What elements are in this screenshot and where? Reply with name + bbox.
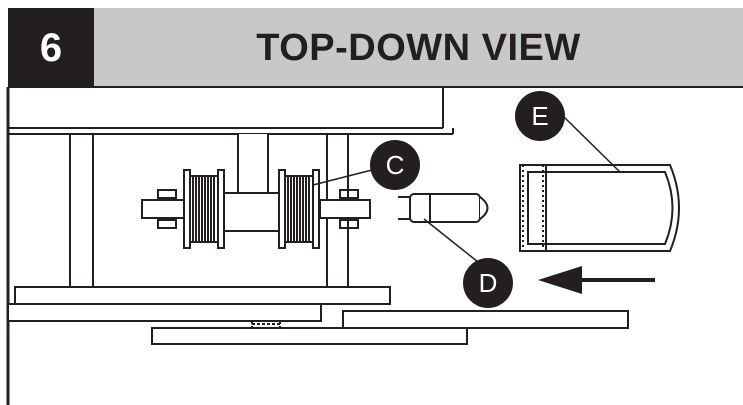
leader-line-e [562,115,621,173]
callout-d: D [463,258,513,308]
reel-axle [141,189,371,232]
callout-c: C [370,140,420,190]
callout-e-label: E [531,101,548,131]
arrow-left-icon [538,266,655,294]
title-box: TOP-DOWN VIEW [94,8,743,87]
bulb-part [398,193,489,223]
step-header: 6 TOP-DOWN VIEW [0,0,743,87]
step-number: 6 [39,25,63,70]
callout-e: E [515,91,565,141]
leader-line-c [312,169,373,186]
step-number-box: 6 [8,8,94,87]
leader-line-d [423,218,479,263]
tube-part [519,164,680,252]
page-title: TOP-DOWN VIEW [256,26,581,69]
callout-d-label: D [479,268,498,298]
bottom-plates [7,286,629,345]
right-spool [278,169,320,249]
callout-c-label: C [386,150,405,180]
left-spool [183,169,225,249]
top-beam [8,87,454,135]
